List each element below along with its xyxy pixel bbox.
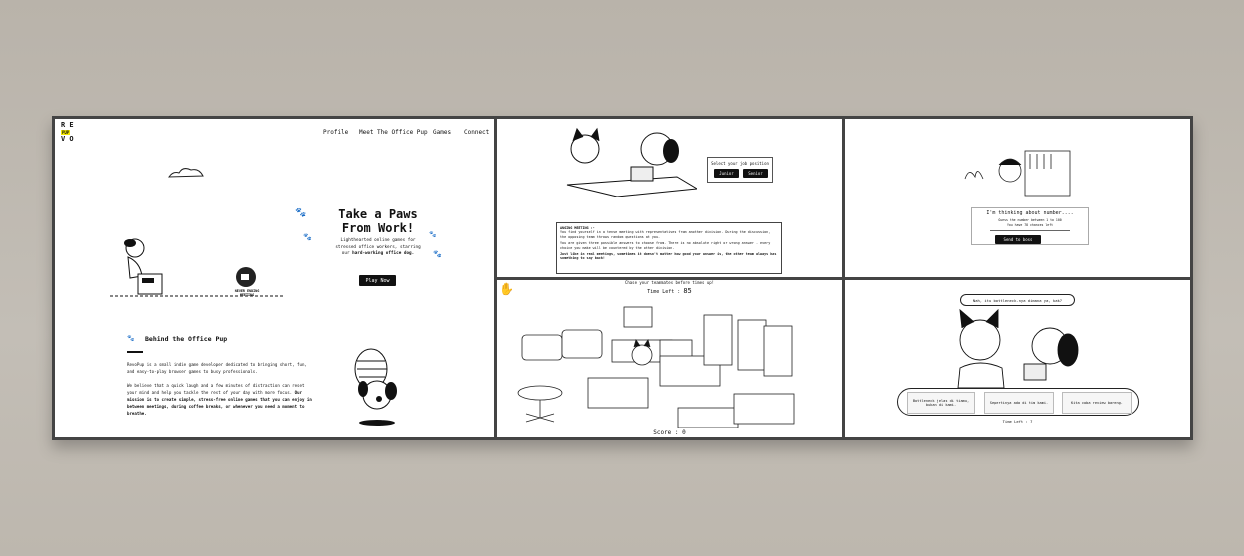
running-pup-illustration: [110, 238, 285, 297]
time-left-label: Time Left :: [647, 289, 681, 295]
number-game-panel: I'm thinking about number.... Guess the …: [845, 119, 1190, 277]
info-paragraph-3: Just like in real meetings, sometimes it…: [560, 252, 777, 261]
meeting-game-panel: Select your job position Junior Senior A…: [497, 119, 842, 277]
answer-option-1[interactable]: Bottleneck jelas di tiamu, bukan di kami…: [907, 392, 975, 414]
guess-input[interactable]: [990, 230, 1070, 231]
chase-instruction: Chase your teammates before times up!: [624, 280, 715, 285]
info-paragraph-1: You find yourself in a tense meeting wit…: [560, 230, 771, 239]
logo-row-bottom: V O: [61, 135, 74, 143]
about-paragraph-2: We believe that a quick laugh and a few …: [127, 382, 312, 417]
job-position-select: Select your job position Junior Senior: [707, 157, 773, 183]
nav-profile[interactable]: Profile: [323, 129, 349, 136]
dialog-game-panel: Nah, itu bottleneck-nya dimana ya, kak? …: [845, 280, 1190, 437]
dialog-characters-illustration: [957, 308, 1079, 388]
info-paragraph-2: You are given three possible answers to …: [560, 241, 771, 250]
hero-subtitle: Lighthearted online games for stressed o…: [333, 238, 423, 258]
video-call-icon: [236, 267, 256, 287]
boss-desk-illustration: [964, 150, 1071, 197]
dialog-time-left: Time Left : 7: [1002, 419, 1033, 424]
meeting-characters-illustration: [566, 127, 697, 197]
meeting-info-box: ANGING MEETING :- You find yourself in a…: [556, 222, 782, 274]
about-title: Behind the Office Pup: [145, 335, 228, 343]
play-now-button[interactable]: Play Now: [359, 275, 396, 286]
paw-icon: 🐾: [127, 335, 135, 342]
score-value: 0: [682, 429, 686, 436]
time-left: Time Left : 85: [597, 287, 742, 296]
senior-button[interactable]: Senior: [743, 169, 768, 178]
hero-subtitle-text: Lighthearted online games for stressed o…: [335, 238, 421, 256]
hero-title: Take a Paws From Work!: [338, 207, 418, 235]
paw-icon: 🐾: [429, 231, 437, 238]
info-title: ANGING MEETING :-: [560, 226, 595, 230]
paw-icon: 🐾: [303, 233, 312, 241]
score-label: Score :: [653, 429, 679, 436]
select-label: Select your job position: [711, 161, 769, 166]
title-underline: [127, 351, 143, 353]
send-to-boss-button[interactable]: Send to boss: [995, 235, 1041, 244]
about-p2-bold: Our mission is to create simple, stress-…: [127, 390, 312, 416]
dialog-title: I'm thinking about number....: [986, 210, 1074, 216]
guess-number-dialog: I'm thinking about number.... Guess the …: [971, 207, 1089, 245]
meeting-sign: NEVER ENDING MEETING: [234, 289, 260, 297]
about-p2-text: We believe that a quick laugh and a few …: [127, 383, 305, 395]
answer-option-3[interactable]: Kita coba review bareng.: [1062, 392, 1132, 414]
time-left-value: 85: [683, 287, 692, 295]
nav-connect[interactable]: Connect: [464, 129, 490, 136]
dialog-line-1: Guess the number between 1 to 100: [998, 218, 1062, 222]
paw-icon: 🐾: [433, 250, 442, 258]
logo-badge: PUP: [61, 130, 71, 135]
about-paragraph-1: RevoPup is a small indie game developer …: [127, 362, 307, 374]
score: Score : 0: [617, 429, 722, 436]
answer-option-2[interactable]: Sepertinya ada di tim kami.: [984, 392, 1054, 414]
hero-subtitle-bold: hard-working office dog.: [352, 251, 415, 256]
handstand-pup-illustration: [354, 348, 397, 426]
speech-bubble: Nah, itu bottleneck-nya dimana ya, kak?: [960, 294, 1075, 306]
nav-meet-pup[interactable]: Meet The Office Pup: [359, 129, 428, 136]
logo-row-top: R E: [61, 121, 74, 129]
nav-games[interactable]: Games: [433, 129, 452, 136]
junior-button[interactable]: Junior: [714, 169, 739, 178]
paw-icon: 🐾: [295, 208, 307, 218]
hand-cursor-icon: ✋: [499, 282, 514, 296]
cloud-illustration: [168, 168, 204, 178]
homepage-panel: R E PUP V O Profile Meet The Office Pup …: [55, 119, 494, 437]
office-scene-illustration: [517, 306, 795, 428]
dialog-line-2: You have 78 chances left: [1006, 223, 1054, 227]
answers-bubble: [897, 388, 1139, 416]
logo[interactable]: R E PUP V O: [61, 122, 83, 143]
chase-game-panel: ✋ Chase your teammates before times up! …: [497, 280, 842, 437]
